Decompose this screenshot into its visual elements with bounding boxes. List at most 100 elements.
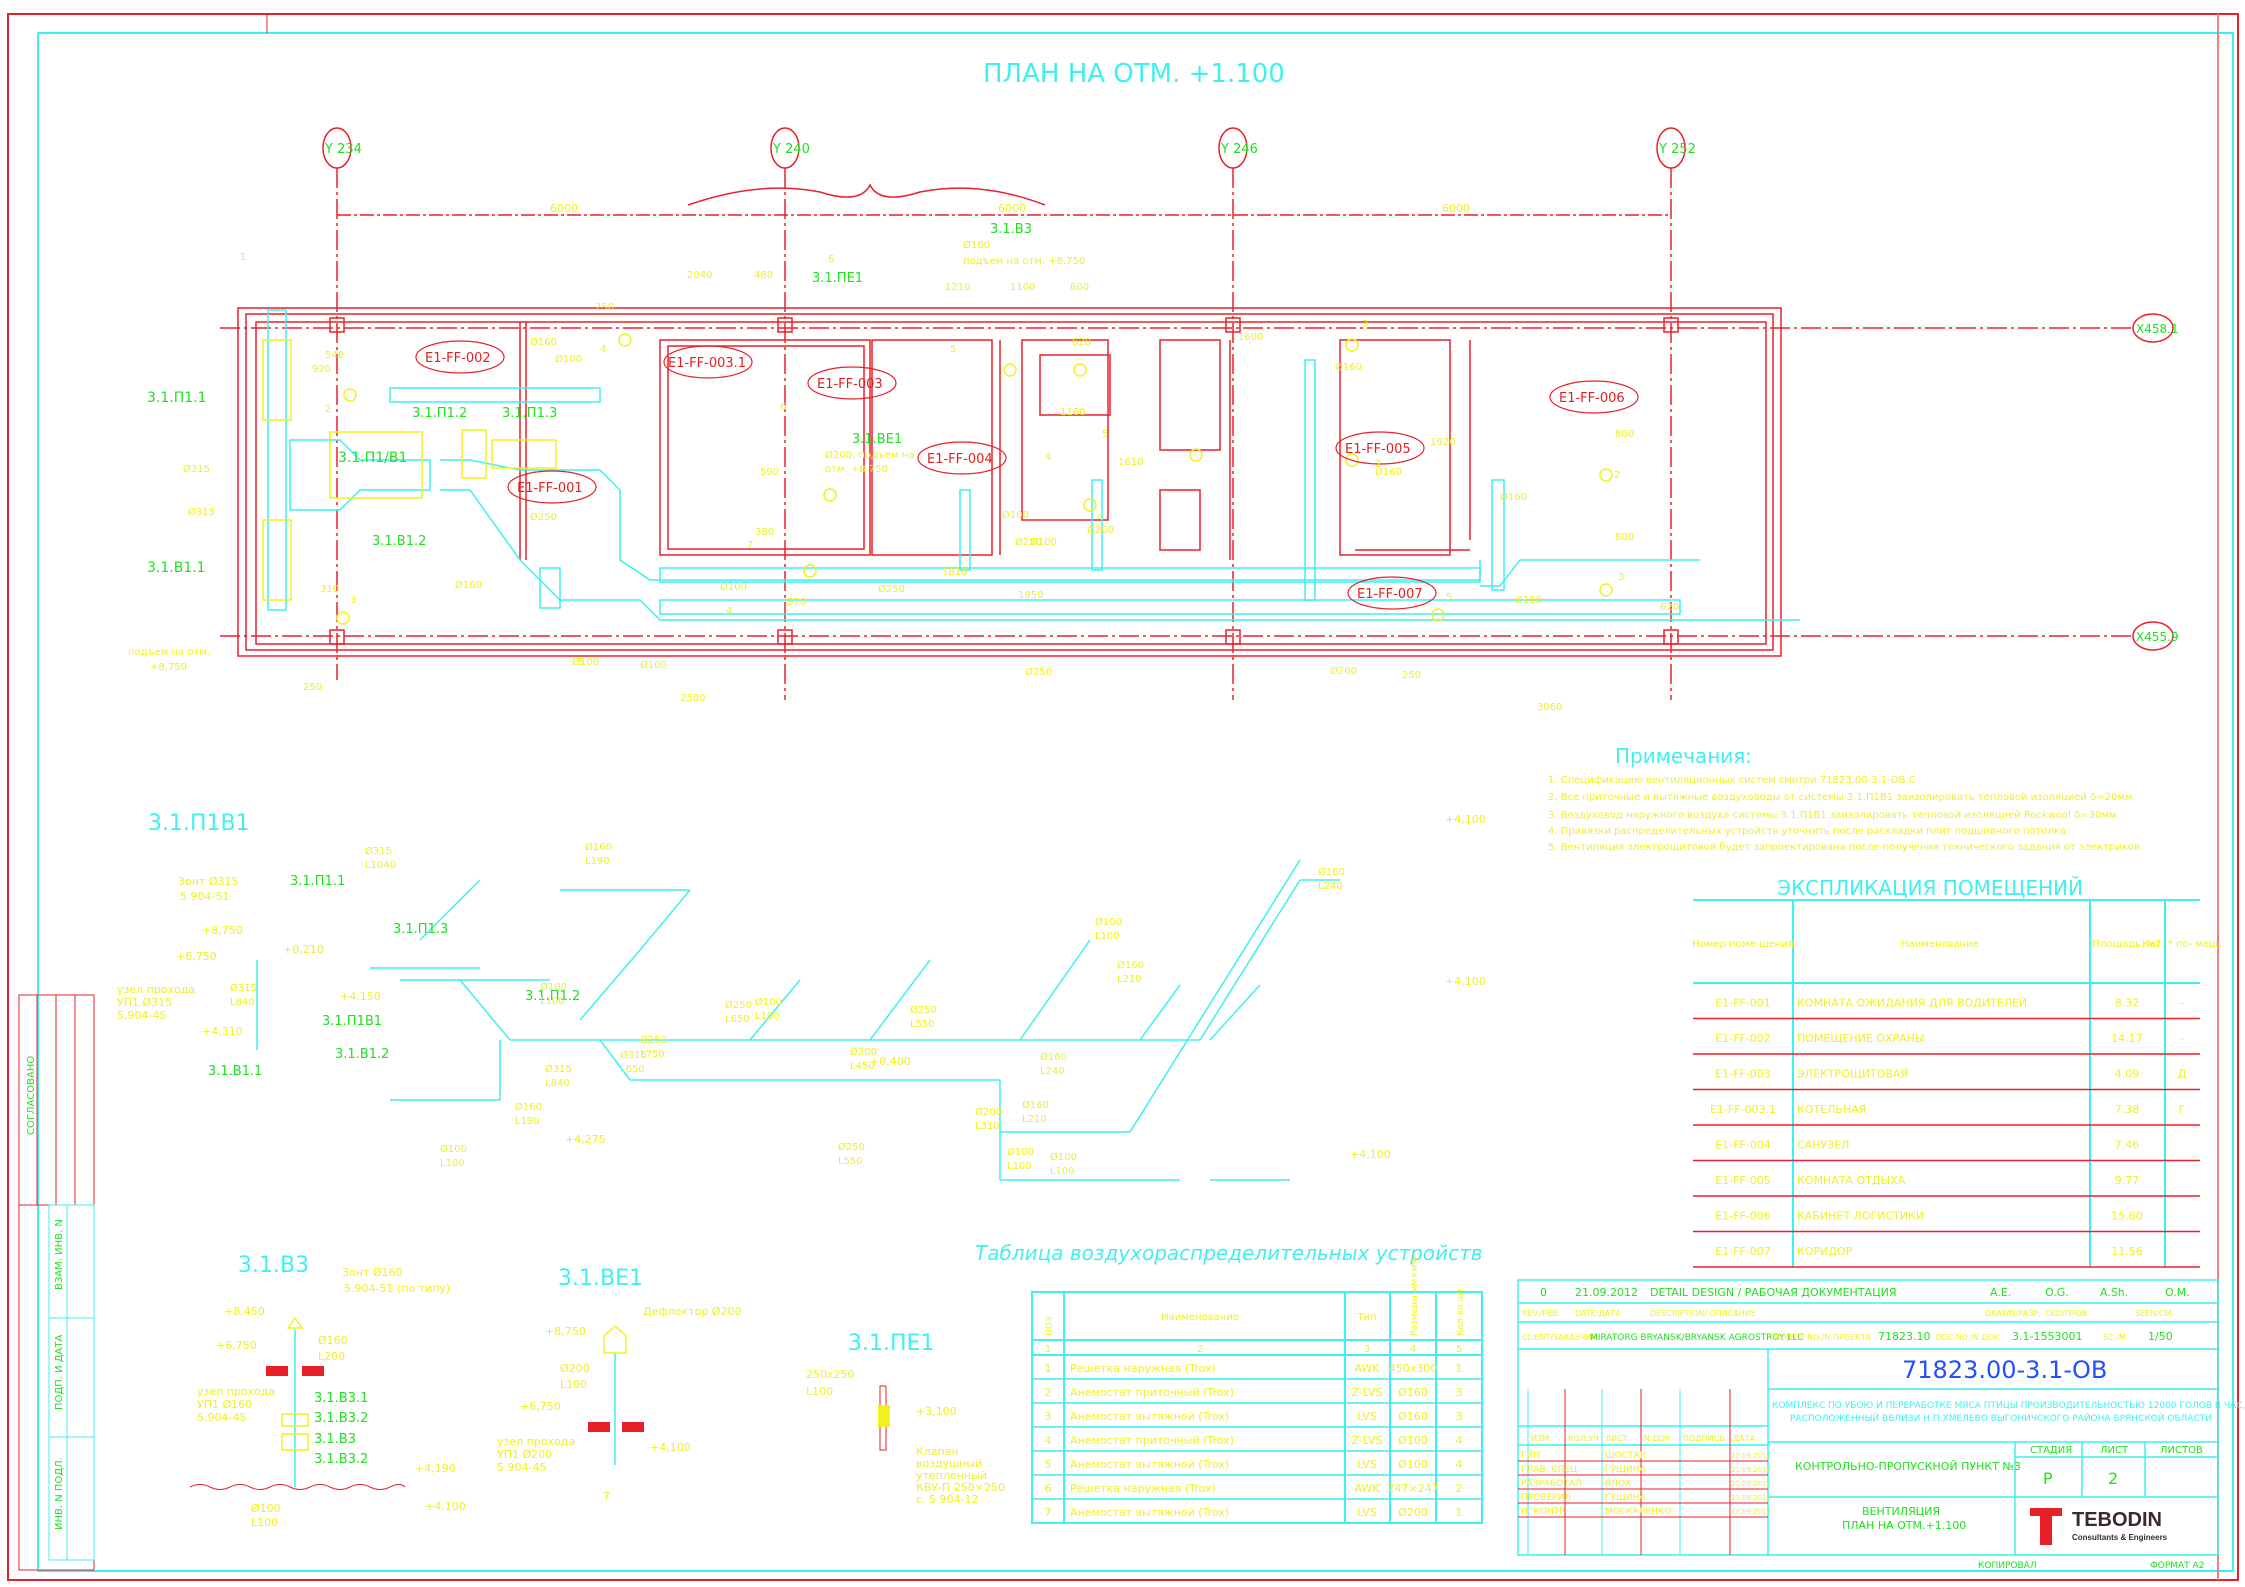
pe1-labels: 250x250 L100 +3,100 Клапан воздушный уте…	[806, 1368, 1005, 1506]
segment-diameter: Ø250	[640, 1034, 667, 1046]
notes-list: 1. Спецификацию вентиляционных систем см…	[1548, 775, 2140, 853]
marker: 7	[603, 1490, 610, 1503]
devices-cell: 450x300	[1389, 1362, 1438, 1375]
devices-header: Наименование	[1161, 1312, 1239, 1323]
devices-cell: Ø100	[1398, 1458, 1428, 1471]
device-marker: 5	[950, 344, 956, 355]
label: 5.904-51	[180, 890, 229, 903]
system-tag: 3.1.В1.1	[208, 1064, 262, 1079]
label: 5.904-45	[197, 1411, 246, 1424]
label: утепленный	[916, 1469, 987, 1482]
row-axis-bubble	[2132, 313, 2174, 343]
b3-flex-duct	[189, 1484, 406, 1490]
segment-length: L100	[1095, 931, 1120, 942]
plan-note: подъем на отм.	[128, 647, 210, 658]
segment-length: L100	[1050, 1166, 1075, 1177]
dimension: 250	[1402, 670, 1421, 681]
dimension: 800	[1615, 532, 1634, 543]
label: L200	[318, 1350, 345, 1363]
segment-diameter: Ø100	[440, 1143, 467, 1155]
devices-cell: Решетка наружная (Trox)	[1070, 1362, 1216, 1375]
label: УП1 Ø315	[117, 996, 172, 1009]
device-marker: 5	[1446, 592, 1452, 603]
devices-cell: 1	[1456, 1362, 1463, 1375]
axis-label: Y 240	[772, 142, 810, 157]
duct-label: Ø160	[455, 579, 482, 591]
rooms-cell: -	[2180, 1032, 2184, 1045]
device-marker: 4	[1097, 512, 1103, 523]
sign-header: ПОДПИСЬ	[1683, 1434, 1725, 1443]
room-label[interactable]: E1-FF-006	[1559, 391, 1625, 406]
signer-name: ГУЩИНА	[1605, 1493, 1646, 1503]
stamp-inv-replace: ВЗАМ. ИНВ. N	[54, 1219, 65, 1290]
room-label[interactable]: E1-FF-005	[1345, 442, 1411, 457]
rooms-cell: -	[2180, 997, 2184, 1010]
rooms-cell: КАБИНЕТ ЛОГИСТИКИ	[1797, 1210, 1924, 1223]
elevation: +8,450	[224, 1305, 265, 1318]
label: Зонт Ø315	[178, 875, 239, 888]
dimension: 540	[325, 350, 344, 361]
be1-labels: Дефлектор Ø200 +8,750 Ø200 L100 +6,750 у…	[497, 1305, 741, 1503]
dimension: 250	[303, 682, 322, 693]
rooms-cell: 4.09	[2115, 1068, 2140, 1081]
label: 250x250	[806, 1368, 855, 1381]
logo-icon	[2030, 1508, 2062, 1545]
devices-cell: 7	[1045, 1506, 1052, 1519]
room-label[interactable]: E1-FF-004	[927, 452, 993, 467]
rooms-cell: 14.17	[2111, 1032, 2143, 1045]
label: узел прохода	[117, 983, 195, 996]
rooms-cell: E1-FF-004	[1715, 1139, 1771, 1152]
segment-diameter: Ø250	[910, 1004, 937, 1016]
segment-length: L190	[585, 856, 610, 867]
device-marker: 6	[780, 402, 786, 413]
stamp-agreed: СОГЛАСОВАНО	[26, 1056, 37, 1135]
plan-title: ПЛАН НА ОТМ. +1.100	[983, 59, 1285, 89]
segment-diameter: Ø315	[230, 982, 257, 994]
device-marker: 4	[726, 606, 732, 617]
tb-label: CKD/ПРОВ.	[2045, 1309, 2090, 1318]
tb-seen1: A.Sh.	[2100, 1286, 2128, 1299]
system-tag: 3.1.П1В1	[322, 1014, 382, 1029]
elevation: +3,100	[916, 1405, 957, 1418]
duct-label: Ø100	[1030, 536, 1057, 548]
segment-diameter: Ø315	[620, 1049, 647, 1061]
device-marker: 4	[600, 344, 606, 355]
tb-label: DESCRIPTION/ ОПИСАНИЕ	[1650, 1309, 1756, 1318]
tb-project-no: 71823.10	[1878, 1330, 1931, 1343]
tb-label: DOC.NO./N.ДОК.	[1935, 1333, 2002, 1342]
elevation: +0,400	[870, 1055, 911, 1068]
label: КВУ-П 250×250	[916, 1481, 1005, 1494]
rooms-cell: КОМНАТА ОТДЫХА	[1797, 1174, 1906, 1187]
segment-diameter: Ø250	[725, 999, 752, 1011]
tb-label: CLIENT/ЗАКАЗЧИК	[1522, 1333, 1597, 1342]
tb-seen2: O.M.	[2165, 1286, 2190, 1299]
room-label[interactable]: E1-FF-003	[817, 377, 883, 392]
system-tag: 3.1.В1.2	[372, 534, 426, 549]
axis-bubbles	[220, 127, 2174, 700]
room-label[interactable]: E1-FF-001	[517, 481, 583, 496]
segment-length: L240	[1040, 1066, 1065, 1077]
label: Ø200	[560, 1362, 590, 1375]
segment-length: L100	[1007, 1161, 1032, 1172]
segment-length: L1040	[365, 860, 396, 871]
signer-name: ВЛОХ	[1605, 1479, 1631, 1489]
room-label[interactable]: E1-FF-002	[425, 351, 491, 366]
label: узел прохода	[497, 1435, 575, 1448]
system-tag: 3.1.ВЕ1	[852, 432, 902, 447]
room-label[interactable]: E1-FF-003.1	[668, 356, 746, 371]
devices-index: 1	[1045, 1344, 1051, 1355]
system-tag: 3.1.В1.1	[147, 560, 206, 576]
device-marker: 2	[1375, 459, 1381, 470]
note-item: 1. Спецификацию вентиляционных систем см…	[1548, 775, 1916, 786]
rooms-header: Номер поме-щения	[1692, 939, 1793, 950]
be1-wall-pass	[588, 1422, 610, 1432]
room-label[interactable]: E1-FF-007	[1357, 587, 1423, 602]
rooms-cell: E1-FF-005	[1715, 1174, 1771, 1187]
logo-sub: Consultants & Engineers	[2072, 1533, 2168, 1542]
elevation: +6,750	[216, 1339, 257, 1352]
label: УП1 Ø200	[497, 1448, 552, 1461]
dim-axis: 6000	[1442, 202, 1470, 215]
devices-cell: LVS	[1357, 1506, 1376, 1519]
